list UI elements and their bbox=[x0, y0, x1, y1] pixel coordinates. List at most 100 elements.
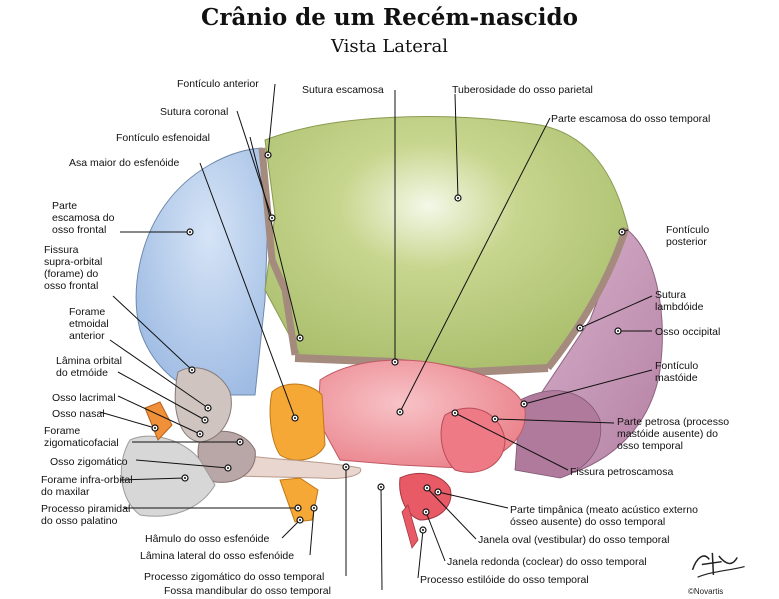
label-osso-occipital: Osso occipital bbox=[655, 326, 721, 338]
label-fonticulo-posterior: Fontículo posterior bbox=[666, 224, 710, 248]
marker-dot-center bbox=[297, 507, 299, 509]
marker-dot-center bbox=[523, 403, 525, 405]
label-fissura-petroescamosa: Fissura petroscamosa bbox=[570, 466, 674, 478]
marker-dot-center bbox=[345, 466, 347, 468]
marker-dot-center bbox=[494, 418, 496, 420]
leader-line bbox=[380, 486, 383, 591]
leader-line bbox=[425, 511, 446, 562]
leader-line bbox=[267, 83, 276, 156]
label-fonticulo-mastoide: Fontículo mastóide bbox=[655, 360, 699, 384]
copyright-text: ©Novartis bbox=[688, 587, 723, 596]
label-sutura-coronal: Sutura coronal bbox=[160, 106, 229, 118]
leader-line bbox=[199, 162, 296, 419]
marker-dot-center bbox=[399, 411, 401, 413]
leader-line bbox=[426, 487, 477, 540]
marker-dot-center bbox=[426, 487, 428, 489]
leader-line bbox=[281, 519, 301, 539]
styloid-process bbox=[401, 504, 419, 549]
label-fissura-supraorbital: Fissura supra-orbital (forame) do osso f… bbox=[44, 244, 103, 292]
label-processo-piramidal: Processo piramidal do osso palatino bbox=[41, 503, 131, 527]
leader-line bbox=[112, 295, 193, 371]
leader-line bbox=[119, 477, 186, 481]
label-sutura-escamosa: Sutura escamosa bbox=[302, 84, 384, 96]
label-osso-lacrimal: Osso lacrimal bbox=[52, 392, 116, 404]
label-forame-etmoidal: Forame etmoidal anterior bbox=[69, 306, 109, 342]
label-processo-zigomatico: Processo zigomático do osso temporal bbox=[144, 571, 325, 583]
marker-dot-center bbox=[617, 330, 619, 332]
leader-line bbox=[523, 369, 653, 405]
leader-line bbox=[579, 295, 653, 329]
marker-dot-center bbox=[454, 412, 456, 414]
marker-dot-center bbox=[227, 467, 229, 469]
leader-line bbox=[249, 136, 301, 339]
figure-title: Crânio de um Recém-nascido bbox=[201, 4, 578, 31]
marker-dot-center bbox=[191, 369, 193, 371]
marker-dot-center bbox=[457, 197, 459, 199]
lambdoid-suture bbox=[545, 226, 630, 371]
leader-line bbox=[109, 339, 209, 409]
marker-dot-center bbox=[313, 507, 315, 509]
leader-line bbox=[399, 117, 551, 413]
label-sutura-lambdoide: Sutura lambdóide bbox=[655, 289, 704, 313]
label-processo-estiloide: Processo estilóide do osso temporal bbox=[420, 574, 589, 586]
frontal-bone bbox=[135, 147, 269, 396]
coronal-suture bbox=[258, 147, 299, 356]
label-asa-maior: Asa maior do esfenóide bbox=[69, 157, 180, 169]
marker-dot-center bbox=[579, 327, 581, 329]
marker-dot-center bbox=[299, 519, 301, 521]
marker-dot-center bbox=[267, 154, 269, 156]
marker-dot-center bbox=[380, 486, 382, 488]
leader-line bbox=[135, 459, 229, 469]
label-parte-petrosa: Parte petrosa (processo mastóide ausente… bbox=[617, 416, 730, 452]
marker-dot-center bbox=[271, 217, 273, 219]
label-hamulo: Hâmulo do osso esfenóide bbox=[145, 533, 270, 545]
leader-line bbox=[417, 529, 424, 579]
leader-line bbox=[494, 418, 615, 424]
marker-dot-center bbox=[422, 529, 424, 531]
marker-dot-center bbox=[394, 361, 396, 363]
leader-lines bbox=[99, 83, 653, 591]
marker-dot-center bbox=[199, 433, 201, 435]
maxilla bbox=[120, 435, 216, 517]
marker-dot-center bbox=[299, 337, 301, 339]
label-lamina-lateral: Lâmina lateral do osso esfenóide bbox=[140, 550, 295, 562]
label-parte-escamosa-frontal: Parte escamosa do osso frontal bbox=[52, 200, 115, 236]
leader-line bbox=[117, 395, 201, 435]
label-fossa-mandibular: Fossa mandibular do osso temporal bbox=[164, 585, 331, 597]
zygomatic-arch bbox=[234, 454, 362, 479]
marker-dot-center bbox=[184, 477, 186, 479]
figure-subtitle: Vista Lateral bbox=[330, 36, 449, 57]
marker-dot-center bbox=[154, 427, 156, 429]
label-forame-infraorbital: Forame infra-orbital do maxilar bbox=[41, 474, 133, 498]
label-osso-nasal: Osso nasal bbox=[52, 408, 105, 420]
marker-dot-center bbox=[437, 491, 439, 493]
label-janela-redonda: Janela redonda (coclear) do osso tempora… bbox=[447, 556, 647, 568]
pterygoid-plate bbox=[279, 477, 319, 523]
label-osso-zigomatico: Osso zigomático bbox=[50, 456, 128, 468]
marker-dots bbox=[151, 151, 626, 534]
tympanic-part bbox=[440, 407, 506, 473]
label-forame-zigomaticofacial: Forame zigomaticofacial bbox=[44, 425, 119, 449]
sphenoid-wing bbox=[269, 383, 326, 461]
leader-line bbox=[454, 93, 459, 199]
leader-line bbox=[117, 371, 206, 421]
label-janela-oval: Janela oval (vestibular) do osso tempora… bbox=[478, 534, 670, 546]
marker-dot-center bbox=[204, 419, 206, 421]
label-fonticulo-anterior: Fontículo anterior bbox=[177, 78, 259, 90]
label-parte-escamosa-temporal: Parte escamosa do osso temporal bbox=[551, 113, 711, 125]
marker-dot-center bbox=[189, 231, 191, 233]
petrous-part bbox=[514, 390, 602, 479]
tympanic-ring bbox=[399, 472, 452, 521]
leader-line bbox=[309, 507, 315, 556]
marker-dot-center bbox=[294, 417, 296, 419]
marker-dot-center bbox=[207, 407, 209, 409]
leader-line bbox=[454, 412, 569, 471]
marker-dot-center bbox=[425, 511, 427, 513]
leader-line bbox=[437, 491, 509, 509]
label-fonticulo-esfenoidal: Fontículo esfenoidal bbox=[116, 132, 210, 144]
label-parte-timpanica: Parte timpânica (meato acústico externo … bbox=[510, 504, 698, 528]
leader-line bbox=[99, 411, 156, 429]
label-lamina-orbital: Lâmina orbital do etmóide bbox=[56, 355, 122, 379]
